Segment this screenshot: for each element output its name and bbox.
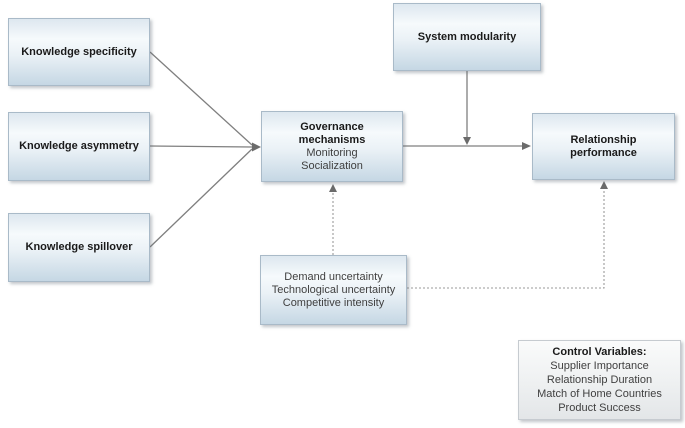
- box-knowledge-specificity: Knowledge specificity: [8, 18, 150, 86]
- box-title: System modularity: [417, 30, 517, 43]
- box-subline: Socialization: [301, 159, 363, 172]
- box-title: Knowledge specificity: [21, 45, 137, 58]
- box-knowledge-asymmetry: Knowledge asymmetry: [8, 112, 150, 181]
- box-title: Control Variables:: [552, 345, 647, 358]
- moderator-line: Technological uncertainty: [271, 283, 396, 296]
- moderator-line: Demand uncertainty: [284, 270, 383, 283]
- box-title: Relationship performance: [570, 133, 637, 159]
- arrow-specificity-to-governance: [149, 51, 253, 146]
- control-variable-item: Product Success: [558, 401, 641, 414]
- box-title: Governance mechanisms: [298, 120, 366, 146]
- box-relationship-performance: Relationship performance: [532, 113, 675, 180]
- box-title: Knowledge asymmetry: [19, 140, 139, 152]
- box-governance-mechanisms: Governance mechanisms Monitoring Sociali…: [261, 111, 403, 182]
- control-variable-item: Relationship Duration: [546, 373, 653, 386]
- box-knowledge-spillover: Knowledge spillover: [8, 213, 150, 282]
- box-system-modularity: System modularity: [393, 3, 541, 71]
- box-environment-moderators: Demand uncertainty Technological uncerta…: [260, 255, 407, 325]
- box-control-variables: Control Variables: Supplier Importance R…: [518, 340, 681, 420]
- arrow-spillover-to-governance: [149, 148, 253, 248]
- arrow-moderators-to-performance: [407, 190, 605, 289]
- box-subline: Monitoring: [306, 146, 358, 159]
- arrow-asymmetry-to-governance: [149, 145, 253, 148]
- control-variable-item: Supplier Importance: [550, 359, 649, 372]
- box-title: Knowledge spillover: [25, 241, 133, 253]
- control-variable-item: Match of Home Countries: [537, 387, 662, 400]
- moderator-line: Competitive intensity: [282, 296, 385, 309]
